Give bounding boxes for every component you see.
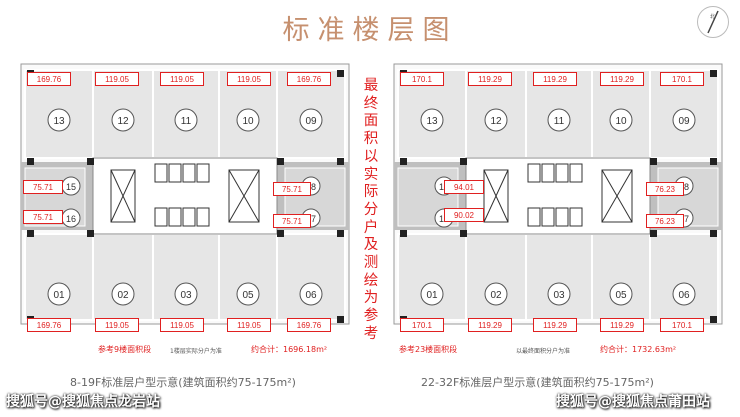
unit-number-13: 13 <box>420 108 444 132</box>
unit-number-01: 01 <box>420 282 444 306</box>
svg-text:08: 08 <box>306 182 316 192</box>
area-label-top: 119.05 <box>160 72 204 86</box>
unit-number-10: 10 <box>236 108 260 132</box>
unit-number-05: 05 <box>609 282 633 306</box>
unit-number-05: 05 <box>236 282 260 306</box>
svg-text:01: 01 <box>426 290 438 301</box>
caption-left: 8-19F标准层户型示意(建筑面积约75-175m²) <box>70 376 296 389</box>
ref-note-right: 参考23楼面积段 <box>399 345 458 354</box>
area-label-bottom: 170.1 <box>400 318 444 332</box>
area-label-bottom: 119.29 <box>600 318 644 332</box>
unit-number-12: 12 <box>484 108 508 132</box>
unit-number-02: 02 <box>111 282 135 306</box>
ref-note-left: 参考9楼面积段 <box>98 345 152 354</box>
svg-text:09: 09 <box>678 116 690 127</box>
svg-text:15: 15 <box>66 182 76 192</box>
svg-text:北: 北 <box>710 13 715 20</box>
area-label-top: 119.05 <box>95 72 139 86</box>
unit-number-15: 15 <box>61 176 81 196</box>
area-label-side-right: 75.71 <box>273 182 311 196</box>
svg-text:13: 13 <box>426 116 438 127</box>
svg-text:07: 07 <box>679 214 689 224</box>
unit-number-12: 12 <box>111 108 135 132</box>
unit-number-11: 11 <box>547 108 571 132</box>
area-label-side-left: 75.71 <box>23 210 63 224</box>
north-compass-icon: 北 <box>697 6 729 38</box>
area-label-bottom: 119.29 <box>468 318 512 332</box>
area-label-top: 119.29 <box>600 72 644 86</box>
svg-text:03: 03 <box>553 290 565 301</box>
unit-number-11: 11 <box>174 108 198 132</box>
watermark-left: 搜狐号@搜狐焦点龙岩站 <box>6 394 160 410</box>
area-label-center: 94.01 <box>444 180 484 194</box>
area-label-side-right: 76.23 <box>646 214 684 228</box>
unit-number-10: 10 <box>609 108 633 132</box>
svg-text:07: 07 <box>306 214 316 224</box>
area-label-top: 119.29 <box>533 72 577 86</box>
svg-text:05: 05 <box>615 290 627 301</box>
svg-text:06: 06 <box>305 290 317 301</box>
area-label-side-left: 75.71 <box>23 180 63 194</box>
svg-text:05: 05 <box>242 290 254 301</box>
floor-plan-8-19f: 13 12 11 10 09 01 02 03 05 06 15 16 08 07 169.76 119.05… <box>15 58 355 332</box>
watermark-right: 搜狐号@搜狐焦点莆田站 <box>556 394 710 410</box>
svg-text:06: 06 <box>678 290 690 301</box>
unit-number-16: 16 <box>61 208 81 228</box>
area-label-bottom: 119.05 <box>227 318 271 332</box>
area-label-top: 119.29 <box>468 72 512 86</box>
svg-text:11: 11 <box>181 116 192 127</box>
area-label-bottom: 169.76 <box>287 318 331 332</box>
area-label-top: 170.1 <box>400 72 444 86</box>
unit-number-03: 03 <box>547 282 571 306</box>
area-disclaimer-vertical: 最终面积以实际分户及测绘为参考 <box>363 78 379 342</box>
svg-text:10: 10 <box>242 116 254 127</box>
svg-text:13: 13 <box>53 116 65 127</box>
svg-text:12: 12 <box>490 116 502 127</box>
unit-number-06: 06 <box>299 282 323 306</box>
floor-plan-22-32f: 1312111009010203050615160807170.1119.291… <box>388 58 728 332</box>
total-left: 约合计：1696.18m² <box>251 345 328 354</box>
area-label-bottom: 119.05 <box>95 318 139 332</box>
svg-text:10: 10 <box>615 116 627 127</box>
area-label-center: 90.02 <box>444 208 484 222</box>
svg-text:11: 11 <box>554 116 565 127</box>
total-right: 约合计：1732.63m² <box>600 345 677 354</box>
area-label-top: 119.05 <box>227 72 271 86</box>
unit-number-01: 01 <box>47 282 71 306</box>
unit-number-03: 03 <box>174 282 198 306</box>
unit-number-09: 09 <box>672 108 696 132</box>
unit-number-02: 02 <box>484 282 508 306</box>
caption-right: 22-32F标准层户型示意(建筑面积约75-175m²) <box>421 376 654 389</box>
note2-left: 1楼层实际分户为准 <box>170 348 222 355</box>
area-label-bottom: 170.1 <box>660 318 704 332</box>
svg-text:08: 08 <box>679 182 689 192</box>
area-label-side-right: 75.71 <box>273 214 311 228</box>
unit-number-09: 09 <box>299 108 323 132</box>
svg-text:02: 02 <box>117 290 129 301</box>
unit-number-13: 13 <box>47 108 71 132</box>
area-label-top: 169.76 <box>287 72 331 86</box>
svg-text:01: 01 <box>53 290 65 301</box>
area-label-bottom: 119.05 <box>160 318 204 332</box>
svg-text:03: 03 <box>180 290 192 301</box>
svg-text:09: 09 <box>305 116 317 127</box>
area-label-bottom: 119.29 <box>533 318 577 332</box>
area-label-bottom: 169.76 <box>27 318 71 332</box>
area-label-side-right: 76.23 <box>646 182 684 196</box>
unit-number-06: 06 <box>672 282 696 306</box>
page-title: 标准楼层图 <box>282 15 458 46</box>
svg-text:12: 12 <box>117 116 129 127</box>
area-label-top: 169.76 <box>27 72 71 86</box>
svg-text:02: 02 <box>490 290 502 301</box>
svg-text:16: 16 <box>66 214 76 224</box>
area-label-top: 170.1 <box>660 72 704 86</box>
note2-right: 以最终面积分户为准 <box>516 348 571 355</box>
